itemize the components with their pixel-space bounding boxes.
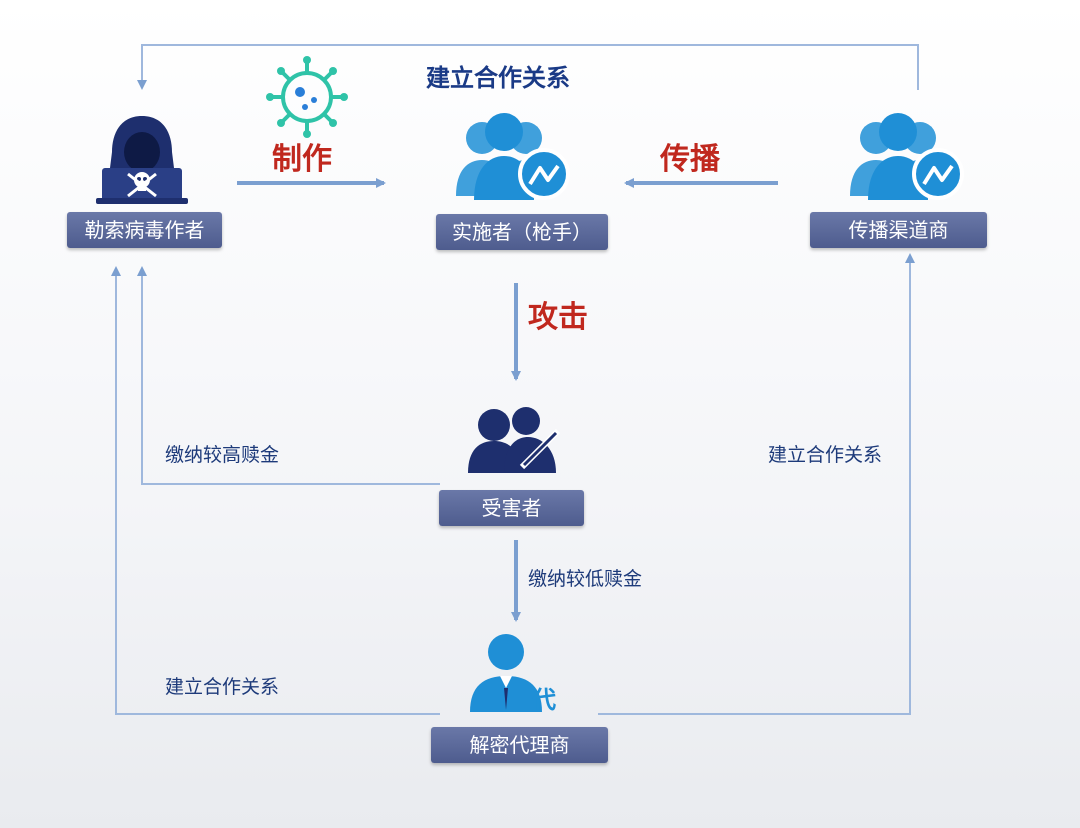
agent-glyph: 代	[532, 686, 556, 714]
edge-pay-high	[137, 266, 440, 485]
edge-coop-left	[111, 266, 440, 715]
victim-pair-icon	[468, 407, 561, 473]
edge-top-coop	[137, 44, 919, 90]
node-decrypt-agent: 解密代理商	[431, 727, 608, 763]
node-implementer: 实施者（枪手）	[436, 214, 608, 250]
edge-label-coop-right: 建立合作关系	[768, 444, 883, 466]
edge-label-make: 制作	[272, 142, 332, 177]
node-victim: 受害者	[439, 490, 584, 526]
edge-label-pay-low: 缴纳较低赎金	[528, 568, 643, 590]
edge-coop-right	[598, 253, 915, 715]
edge-label-spread: 传播	[660, 142, 720, 177]
edge-label-attack: 攻击	[528, 300, 588, 335]
diagram-title: 建立合作关系	[426, 64, 570, 92]
distributor-group-icon	[850, 113, 964, 200]
agent-person-icon	[470, 634, 542, 712]
hacker-skull-icon	[96, 116, 188, 204]
edge-label-pay-high: 缴纳较高赎金	[165, 444, 280, 466]
node-distributor: 传播渠道商	[810, 212, 987, 248]
node-author: 勒索病毒作者	[67, 212, 222, 248]
virus-icon	[266, 56, 348, 138]
implementer-group-icon	[456, 113, 570, 200]
edge-label-coop-left: 建立合作关系	[165, 676, 280, 698]
